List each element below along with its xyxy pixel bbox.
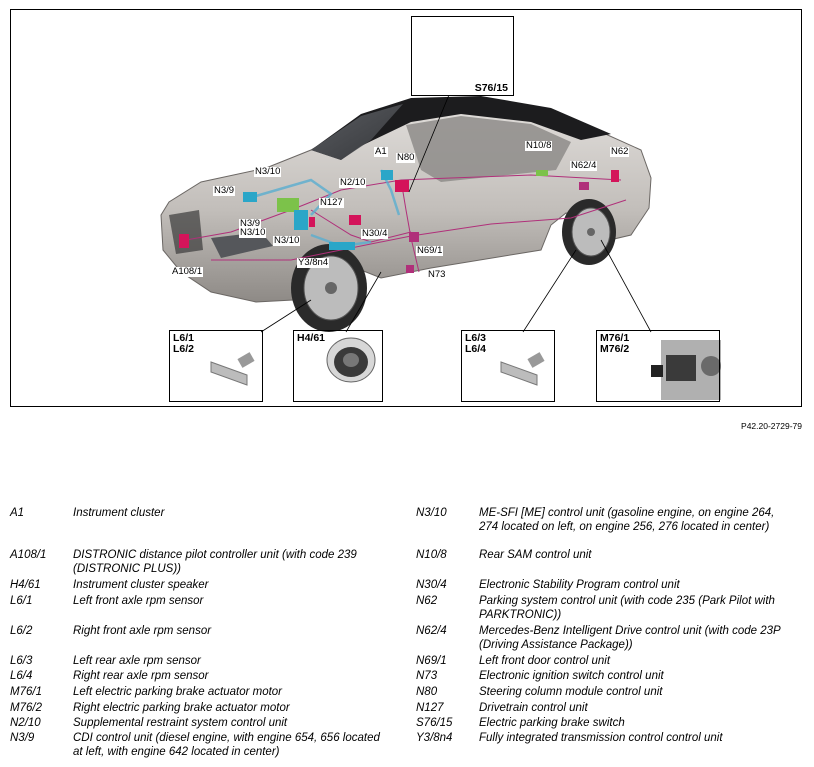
- side-window: [406, 116, 571, 182]
- legend-description: Rear SAM control unit: [479, 549, 592, 561]
- legend-code: N10/8: [416, 549, 447, 561]
- legend-code: N2/10: [10, 717, 41, 729]
- legend-code: L6/3: [10, 655, 33, 667]
- legend-description: Parking system control unit (with code 2…: [479, 595, 775, 621]
- callout-n62-4: N62/4: [570, 160, 598, 171]
- legend-code: N80: [416, 686, 438, 698]
- legend-description: Electronic Stability Program control uni…: [479, 579, 680, 591]
- inset-h4-61: H4/61: [293, 330, 383, 402]
- legend-description: Electronic ignition switch control unit: [479, 670, 664, 682]
- legend-description: Fully integrated transmission control co…: [479, 732, 723, 744]
- figure-reference: P42.20-2729-79: [741, 421, 802, 431]
- legend-description: Electric parking brake switch: [479, 717, 625, 729]
- legend-code: N73: [416, 670, 438, 682]
- callout-n3-10-b: N3/10: [239, 227, 267, 238]
- legend-code: L6/1: [10, 595, 33, 607]
- legend-code: N3/10: [416, 507, 447, 519]
- legend-code: N62/4: [416, 625, 447, 637]
- callout-y3-8n4: Y3/8n4: [297, 257, 330, 268]
- legend-code: L6/2: [10, 625, 33, 637]
- callout-n73: N73: [427, 269, 447, 280]
- legend-description: Right electric parking brake actuator mo…: [73, 702, 290, 714]
- legend-code: N62: [416, 595, 438, 607]
- legend-description: Left rear axle rpm sensor: [73, 655, 201, 667]
- legend-description: Left electric parking brake actuator mot…: [73, 686, 283, 698]
- legend-code: S76/15: [416, 717, 453, 729]
- legend-code: L6/4: [10, 670, 33, 682]
- legend-code: N3/9: [10, 732, 35, 744]
- legend-code: Y3/8n4: [416, 732, 453, 744]
- inset-l6-3-l6-4: L6/3 L6/4: [461, 330, 555, 402]
- legend-code: N69/1: [416, 655, 447, 667]
- legend-description: Left front axle rpm sensor: [73, 595, 204, 607]
- rear-wheel: [562, 199, 616, 265]
- legend-description: Steering column module control unit: [479, 686, 663, 698]
- legend-description: Instrument cluster: [73, 507, 165, 519]
- legend-description: Right front axle rpm sensor: [73, 625, 212, 637]
- callout-n127: N127: [319, 197, 344, 208]
- legend-code: A1: [10, 507, 25, 519]
- legend-code: M76/2: [10, 702, 42, 714]
- legend-description: Drivetrain control unit: [479, 702, 588, 714]
- windshield: [311, 104, 403, 160]
- legend-description: ME-SFI [ME] control unit (gasoline engin…: [479, 507, 775, 533]
- legend-description: Left front door control unit: [479, 655, 611, 667]
- legend-description: Supplemental restraint system control un…: [73, 717, 288, 729]
- callout-n3-10: N3/10: [254, 166, 282, 177]
- callout-n30-4: N30/4: [361, 228, 389, 239]
- legend-code: M76/1: [10, 686, 42, 698]
- callout-n69-1: N69/1: [416, 245, 444, 256]
- legend-description: Instrument cluster speaker: [73, 579, 209, 591]
- grille: [169, 210, 203, 254]
- legend-code: H4/61: [10, 579, 41, 591]
- callout-a1: A1: [374, 146, 388, 157]
- headlight: [211, 232, 273, 258]
- legend-description: Right rear axle rpm sensor: [73, 670, 209, 682]
- legend-code: N30/4: [416, 579, 447, 591]
- legend-code: N127: [416, 702, 444, 714]
- component-location-figure: S76/15 L6/1 L6/2 H4/61 L6/3 L6/4 M76/1 M…: [10, 9, 802, 407]
- front-sensor-illustration: [210, 352, 255, 386]
- legend-code: A108/1: [10, 549, 47, 561]
- callout-n3-9: N3/9: [213, 185, 236, 196]
- inset-l6-1-l6-2: L6/1 L6/2: [169, 330, 263, 402]
- callout-n3-10-c: N3/10: [273, 235, 301, 246]
- callout-n10-8: N10/8: [525, 140, 553, 151]
- callout-n80: N80: [396, 152, 416, 163]
- rear-sensor-illustration: [500, 352, 545, 386]
- legend-description: Mercedes-Benz Intelligent Drive control …: [479, 625, 781, 651]
- inset-s76-15: S76/15: [411, 16, 514, 96]
- brake-actuator-illustration: [651, 340, 721, 400]
- callout-n2-10: N2/10: [339, 177, 367, 188]
- callout-a108-1: A108/1: [171, 266, 204, 277]
- callout-n62: N62: [610, 146, 630, 157]
- leader-lines: [260, 89, 652, 333]
- legend-description: CDI control unit (diesel engine, with en…: [73, 732, 380, 758]
- callout-n3-9-b: N3/9: [239, 218, 262, 229]
- inset-m76-1-m76-2: M76/1 M76/2: [596, 330, 720, 402]
- legend-description: DISTRONIC distance pilot controller unit…: [73, 549, 357, 575]
- component-markers: [179, 170, 619, 273]
- speaker-illustration: [326, 337, 376, 383]
